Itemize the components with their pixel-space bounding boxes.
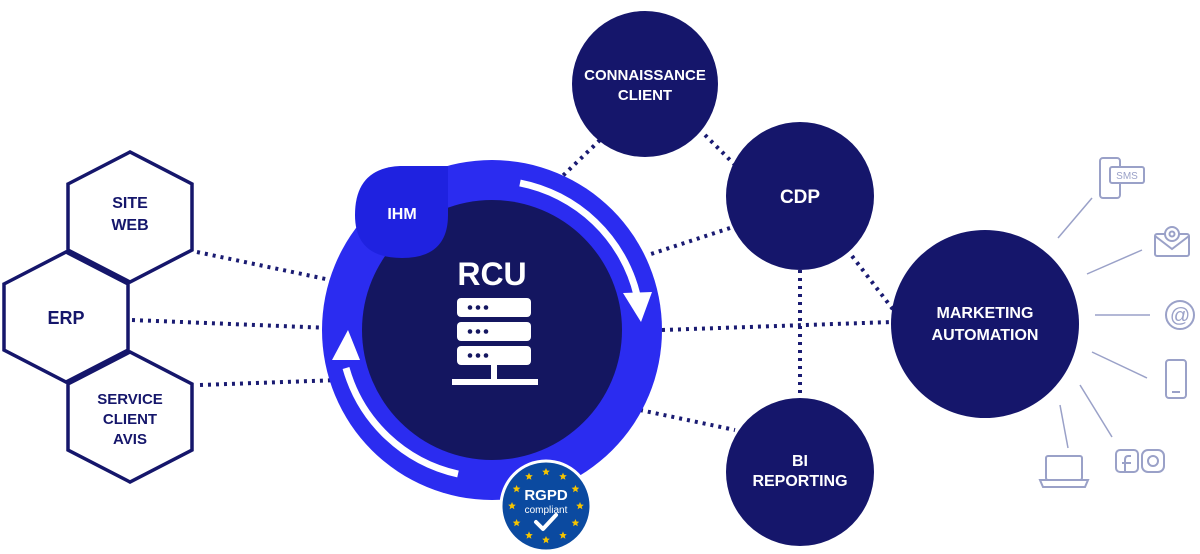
- connector-service-client: [199, 378, 341, 387]
- rotation-arrowhead-left: [332, 330, 360, 360]
- node-marketing-automation: MARKETING AUTOMATION: [891, 230, 1079, 418]
- connector-erp: [131, 318, 331, 330]
- at-sign-label: @: [1170, 305, 1190, 327]
- eu-star-icon: [512, 519, 521, 527]
- hexagon-erp: ERP: [2, 250, 130, 384]
- ihm-label: IHM: [387, 206, 416, 223]
- hexagon-service-client: SERVICE CLIENT AVIS: [66, 350, 194, 484]
- connector-core-bi: [639, 408, 736, 432]
- ihm-tab[interactable]: IHM: [355, 166, 448, 258]
- email-envelope-icon: [1154, 226, 1190, 257]
- hexagon-service-label-1: SERVICE: [97, 391, 163, 408]
- eu-star-icon: [508, 502, 516, 510]
- connector-core-marketing: [661, 320, 893, 332]
- hexagon-site-web-label-2: WEB: [111, 217, 148, 234]
- rgpd-stars: [508, 468, 584, 544]
- node-bi-label-1: BI: [792, 453, 808, 470]
- node-cdp: CDP: [726, 122, 874, 270]
- rcu-title: RCU: [457, 256, 526, 292]
- eu-star-icon: [542, 536, 550, 544]
- sms-phone-icon: SMS: [1099, 157, 1145, 199]
- server-icon: [452, 298, 538, 385]
- eu-star-icon: [571, 519, 580, 527]
- social-media-icon: [1115, 449, 1165, 473]
- hexagon-site-web-label-1: SITE: [112, 195, 148, 212]
- hexagon-service-label-2: CLIENT: [103, 411, 157, 428]
- eu-star-icon: [576, 502, 584, 510]
- eu-star-icon: [525, 472, 533, 480]
- rgpd-label: RGPD: [524, 487, 568, 504]
- laptop-icon: [1038, 455, 1090, 488]
- node-connaissance-label-1: CONNAISSANCE: [584, 67, 706, 84]
- mobile-phone-icon: [1165, 359, 1187, 399]
- node-bi-label-2: REPORTING: [752, 473, 847, 490]
- at-sign-icon: @: [1165, 300, 1195, 330]
- eu-star-icon: [559, 531, 567, 539]
- sms-label: SMS: [1116, 171, 1138, 182]
- node-marketing-label-2: AUTOMATION: [932, 327, 1039, 344]
- connector-cdp-core: [647, 226, 731, 257]
- connector-connaissance-cdp: [703, 133, 737, 167]
- eu-star-icon: [571, 485, 580, 493]
- rotation-arrow-right: [519, 179, 641, 296]
- node-connaissance-client: CONNAISSANCE CLIENT: [572, 11, 718, 157]
- rgpd-sublabel: compliant: [525, 505, 568, 516]
- node-cdp-label: CDP: [780, 187, 820, 208]
- connector-cdp-marketing: [850, 254, 897, 314]
- rotation-arrow-left: [342, 367, 459, 478]
- rotation-arrowhead-right: [623, 292, 652, 322]
- hexagon-service-label-3: AVIS: [113, 431, 147, 448]
- channel-spokes: [1057, 197, 1150, 449]
- eu-star-icon: [559, 472, 567, 480]
- check-icon: [534, 513, 558, 531]
- rcu-core: IHM RCU: [322, 160, 662, 500]
- node-connaissance-label-2: CLIENT: [618, 87, 672, 104]
- connector-site-web: [196, 250, 341, 284]
- rgpd-badge: RGPD compliant: [499, 459, 593, 553]
- node-bi-reporting: BI REPORTING: [726, 398, 874, 546]
- eu-star-icon: [542, 468, 550, 476]
- node-marketing-label-1: MARKETING: [937, 305, 1034, 322]
- eu-star-icon: [512, 485, 521, 493]
- eu-star-icon: [525, 531, 533, 539]
- hexagons: SITE WEB ERP SERVICE CLIENT AVIS: [2, 150, 194, 484]
- channel-icons: SMS @: [1038, 157, 1195, 488]
- hexagon-site-web: SITE WEB: [66, 150, 194, 284]
- connectors: [131, 133, 897, 432]
- hexagon-erp-label: ERP: [47, 308, 84, 328]
